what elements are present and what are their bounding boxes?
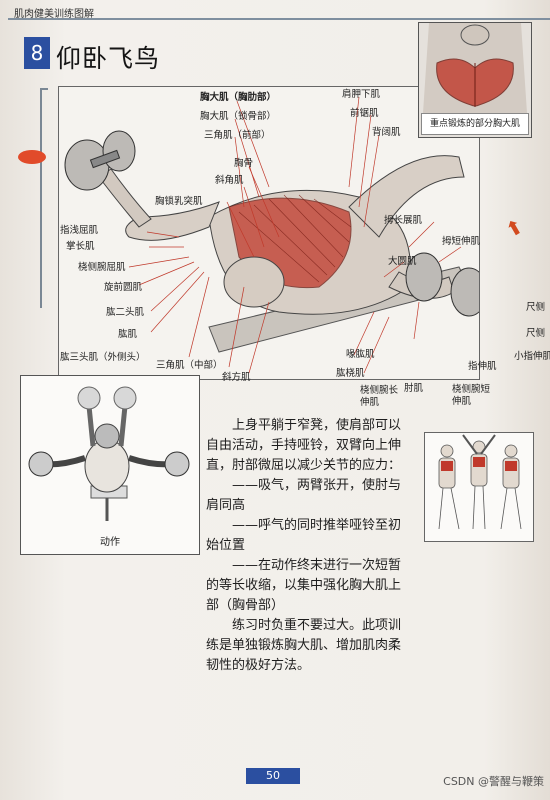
callout-label: 胸骨 bbox=[234, 158, 254, 169]
callout-label: 尺侧 bbox=[526, 302, 546, 313]
callout-label: 拇长展肌 bbox=[384, 215, 423, 226]
callout-label: 三角肌（前部） bbox=[204, 130, 271, 141]
callout-label: 斜方肌 bbox=[222, 372, 251, 383]
callout-label: 肩胛下肌 bbox=[342, 89, 381, 100]
muscle-figures-drawing bbox=[438, 434, 522, 530]
anatomy-drawing bbox=[64, 96, 479, 374]
instruction-paragraph: 上身平躺于窄凳，使肩部可以自由活动，手持哑铃，双臂向上伸直，肘部微屈以减少关节的… bbox=[206, 418, 402, 473]
callout-label: 肱三头肌（外侧头） bbox=[60, 352, 146, 363]
arrow-up-icon: ⬆ bbox=[501, 213, 528, 243]
instruction-paragraph: ——在动作终末进行一次短暂的等长收缩，以集中强化胸大肌上部（胸骨部） bbox=[206, 558, 402, 613]
header-rule bbox=[8, 18, 550, 20]
callout-label: 斜角肌 bbox=[215, 175, 244, 186]
action-caption: 动作 bbox=[100, 537, 120, 548]
section-bracket bbox=[40, 88, 42, 308]
action-figure: 动作 bbox=[20, 375, 200, 555]
callout-label: 拇短伸肌 bbox=[442, 236, 481, 247]
callout-label: 指浅屈肌 bbox=[60, 225, 99, 236]
red-oval-marker bbox=[18, 150, 46, 164]
callout-label: 肱桡肌 bbox=[336, 368, 365, 379]
callout-label: 胸大肌（锁骨部） bbox=[200, 111, 277, 122]
callout-label: 桡侧腕短伸肌 bbox=[452, 384, 491, 407]
instruction-paragraph: 练习时负重不要过大。此项训练是单独锻炼胸大肌、增加肌肉柔韧性的极好方法。 bbox=[206, 618, 402, 673]
callout-label: 肱肌 bbox=[118, 329, 138, 340]
callout-label: 喙肱肌 bbox=[346, 349, 375, 360]
instruction-paragraph: ——吸气，两臂张开，使肘与肩同高 bbox=[206, 478, 402, 513]
callout-label: 桡侧腕屈肌 bbox=[78, 262, 126, 273]
callout-label: 前锯肌 bbox=[350, 108, 379, 119]
muscle-figures bbox=[424, 432, 534, 542]
exercise-title: 仰卧飞鸟 bbox=[56, 44, 161, 73]
callout-label: 指伸肌 bbox=[468, 361, 497, 372]
callout-label: 掌长肌 bbox=[66, 241, 95, 252]
callout-label: 尺侧 bbox=[526, 328, 546, 339]
anatomy-illustration bbox=[58, 86, 480, 380]
chest-inset-drawing bbox=[423, 23, 527, 113]
section-bracket-tick bbox=[40, 88, 48, 90]
callout-label: 小指伸肌 bbox=[514, 351, 550, 362]
callout-label: 三角肌（中部） bbox=[156, 360, 223, 371]
callout-label: 背阔肌 bbox=[372, 127, 401, 138]
instruction-text: 上身平躺于窄凳，使肩部可以自由活动，手持哑铃，双臂向上伸直，肘部微屈以减少关节的… bbox=[206, 416, 406, 676]
watermark: CSDN @警醒与鞭策 bbox=[443, 775, 544, 788]
callout-label: 肱二头肌 bbox=[106, 307, 145, 318]
running-head: 肌肉健美训练图解 bbox=[14, 9, 94, 20]
callout-label: 肘肌 bbox=[404, 383, 424, 394]
instruction-paragraph: ——呼气的同时推举哑铃至初始位置 bbox=[206, 518, 402, 553]
inset-caption: 重点锻炼的部分胸大肌 bbox=[421, 113, 529, 135]
callout-label: 旋前圆肌 bbox=[104, 282, 143, 293]
callout-label: 大圆肌 bbox=[388, 256, 417, 267]
callout-label: 胸锁乳突肌 bbox=[155, 196, 203, 207]
callout-label: 桡侧腕长伸肌 bbox=[360, 385, 399, 408]
page-number: 50 bbox=[246, 768, 300, 784]
exercise-number: 8 bbox=[24, 37, 50, 69]
callout-label: 胸大肌（胸肋部） bbox=[200, 92, 277, 103]
action-drawing bbox=[28, 386, 190, 521]
chest-inset-figure: 重点锻炼的部分胸大肌 bbox=[418, 22, 532, 138]
